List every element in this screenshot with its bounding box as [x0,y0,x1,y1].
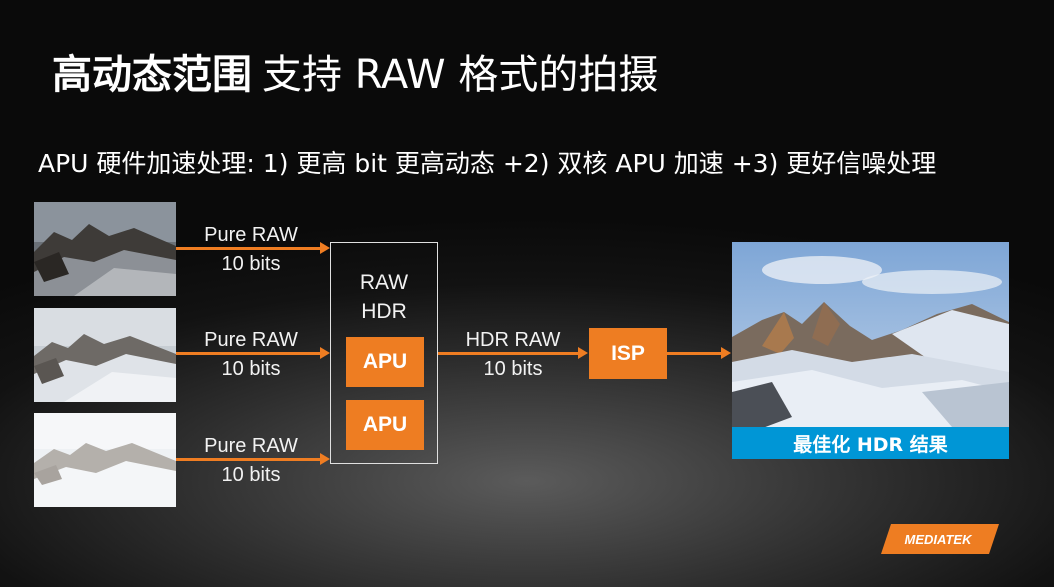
hdr-raw-line1: HDR RAW [465,329,561,351]
apu-unit-1: APU [346,337,424,387]
raw-hdr-box [330,242,438,464]
input-label-3-line2: 10 bits [221,464,281,486]
input-label-3: Pure RAW 10 bits [192,432,310,490]
slide-title: 高动态范围支持 RAW 格式的拍摄 [52,42,658,100]
raw-image-dark [34,202,176,296]
raw-hdr-label: RAW HDR [330,268,438,326]
input-label-2-line1: Pure RAW [204,329,298,351]
input-label-2-line2: 10 bits [221,358,281,380]
input-arrow-3 [176,453,330,465]
raw-hdr-line2: HDR [361,300,407,323]
input-label-3-line1: Pure RAW [204,435,298,457]
result-caption: 最佳化 HDR 结果 [732,427,1009,459]
hdr-raw-line2: 10 bits [483,358,543,380]
raw-image-bright [34,413,176,507]
input-arrow-2 [176,347,330,359]
title-bold: 高动态范围 [52,52,252,98]
input-label-1-line2: 10 bits [221,253,281,275]
input-label-2: Pure RAW 10 bits [192,326,310,384]
input-label-1: Pure RAW 10 bits [192,221,310,279]
hdr-raw-arrow [438,347,588,359]
slide-subtitle: APU 硬件加速处理: 1) 更高 bit 更高动态 +2) 双核 APU 加速… [38,149,937,178]
logo-text: MEDIATEK [905,532,974,547]
isp-box: ISP [589,328,667,379]
input-arrow-1 [176,242,330,254]
mediatek-logo: MEDIATEK [881,524,999,554]
input-label-1-line1: Pure RAW [204,224,298,246]
hdr-raw-label: HDR RAW 10 bits [450,326,576,384]
hdr-result-image: 最佳化 HDR 结果 [732,242,1009,459]
raw-image-normal [34,308,176,402]
apu-unit-2: APU [346,400,424,450]
isp-arrow [667,347,731,359]
raw-hdr-line1: RAW [359,271,409,294]
title-rest: 支持 RAW 格式的拍摄 [262,52,659,98]
